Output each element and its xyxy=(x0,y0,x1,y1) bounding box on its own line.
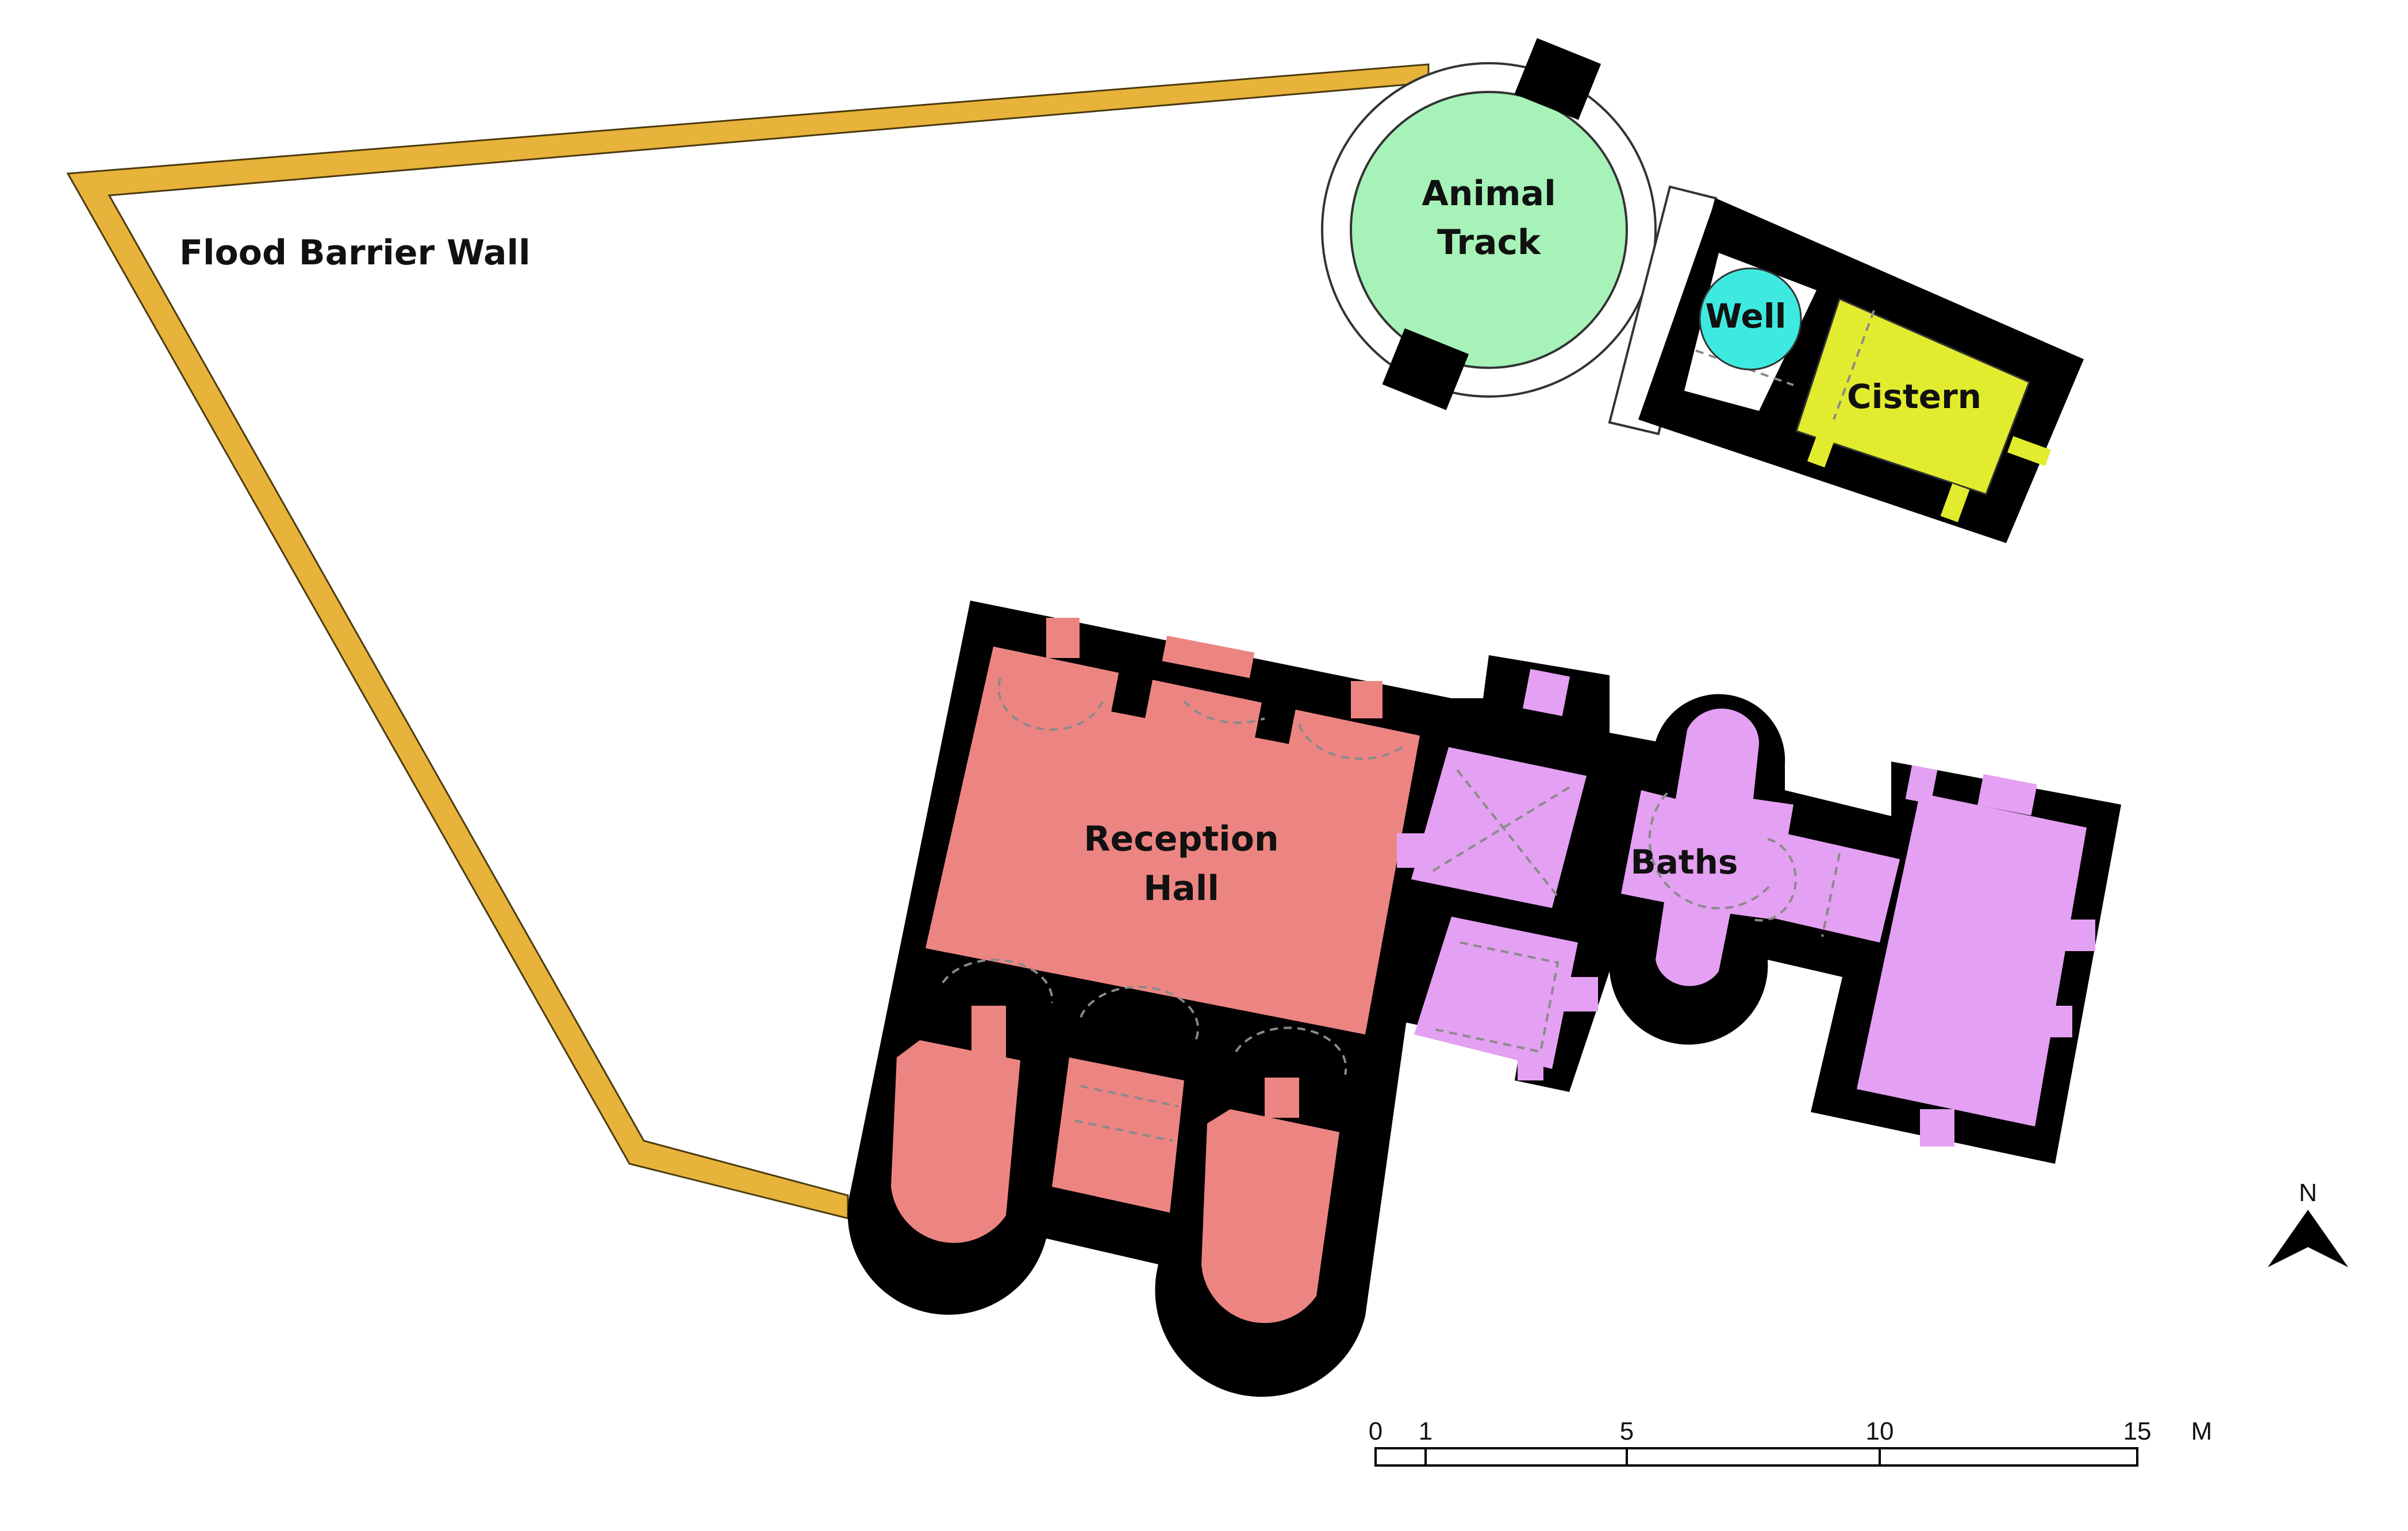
animal-track-label-line2: Track xyxy=(1437,222,1542,263)
animal-track xyxy=(1321,38,1657,410)
scale-tick-0: 0 xyxy=(1369,1417,1382,1445)
baths-label: Baths xyxy=(1631,843,1738,882)
north-label: N xyxy=(2299,1179,2317,1207)
scale-unit: M xyxy=(2191,1417,2213,1445)
scale-bar xyxy=(1374,1447,2138,1467)
well xyxy=(1699,267,1802,371)
baths xyxy=(1365,655,2121,1164)
cistern-building xyxy=(1608,185,2084,543)
scale-tick-1: 1 xyxy=(1419,1417,1432,1445)
scale-tick-10: 10 xyxy=(1866,1417,1894,1445)
scale-tick-15: 15 xyxy=(2123,1417,2152,1445)
flood-barrier-wall xyxy=(66,63,1430,1220)
reception-hall xyxy=(847,601,1451,1397)
reception-hall-label-line2: Hall xyxy=(1143,868,1219,909)
scale-tick-5: 5 xyxy=(1620,1417,1634,1445)
reception-hall-label-line1: Reception xyxy=(1084,819,1278,859)
flood-barrier-wall-label: Flood Barrier Wall xyxy=(179,233,531,273)
cistern-label: Cistern xyxy=(1847,377,1981,416)
well-label: Well xyxy=(1705,297,1786,336)
animal-track-label-line1: Animal xyxy=(1422,174,1556,214)
north-arrow xyxy=(2268,1210,2348,1267)
